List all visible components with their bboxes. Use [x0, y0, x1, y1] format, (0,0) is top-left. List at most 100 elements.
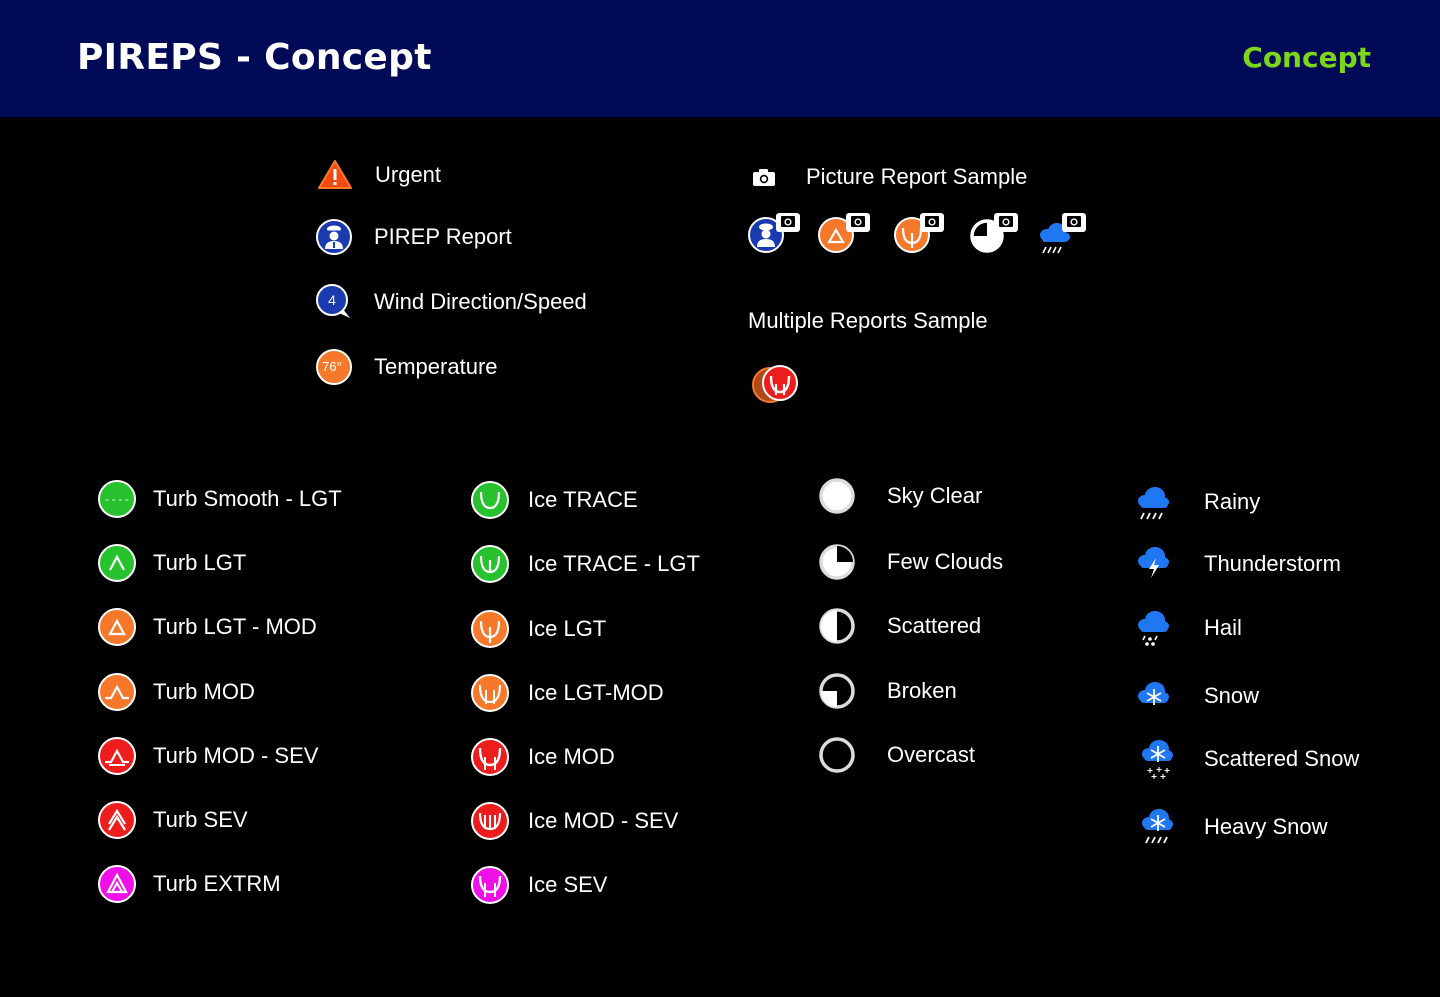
urgent-warning-icon [318, 160, 352, 189]
wind-speed-value: 4 [328, 292, 336, 308]
sky-label: Scattered [887, 613, 982, 638]
picture-report-samples [746, 211, 1096, 266]
ice-row-mod: Ice MOD [470, 737, 615, 777]
ice-label: Ice SEV [528, 872, 608, 897]
legend-pirep-label: PIREP Report [374, 224, 512, 249]
wx-row-snow: Snow [1136, 676, 1259, 716]
wx-label: Hail [1204, 615, 1242, 640]
turb-smooth-icon: ---- [98, 480, 136, 518]
wx-label: Heavy Snow [1204, 814, 1328, 839]
turb-row-lgt: Turb LGT [97, 543, 246, 583]
temperature-value: 76° [322, 359, 342, 374]
sky-row-broken: Broken [817, 671, 957, 711]
sample-sky-icon [970, 213, 1018, 253]
turb-extrm-icon [98, 865, 136, 903]
ice-row-trace: Ice TRACE [470, 480, 638, 520]
ice-row-sev: Ice SEV [470, 865, 607, 905]
temperature-icon: 76° [316, 349, 352, 385]
wx-row-scattered-snow: Scattered Snow [1140, 738, 1359, 780]
ice-row-lgt-mod: Ice LGT-MOD [470, 673, 664, 713]
turb-mod-sev-icon [98, 737, 136, 775]
wx-label: Scattered Snow [1204, 746, 1360, 771]
concept-badge: Concept [1242, 41, 1371, 74]
sky-label: Sky Clear [887, 483, 983, 508]
ice-label: Ice LGT-MOD [528, 680, 664, 705]
camera-icon [753, 169, 775, 186]
turb-row-extrm: Turb EXTRM [97, 864, 281, 904]
header-bar: PIREPS - Concept Concept [0, 0, 1440, 117]
snow-icon [1138, 682, 1169, 705]
wx-row-rainy: Rainy [1136, 482, 1260, 522]
legend-wind-label: Wind Direction/Speed [374, 289, 587, 314]
ice-trace-lgt-icon [471, 545, 509, 583]
picture-report-heading: Picture Report Sample [751, 164, 1027, 190]
picture-report-icons [748, 213, 1086, 254]
turb-label: Turb EXTRM [153, 871, 281, 896]
legend-wind: 4 Wind Direction/Speed [315, 283, 587, 321]
turb-lgt-mod-icon [98, 608, 136, 646]
ice-row-mod-sev: Ice MOD - SEV [470, 801, 678, 841]
sky-scattered-icon [819, 608, 855, 644]
thunderstorm-icon [1138, 547, 1169, 578]
ice-row-trace-lgt: Ice TRACE - LGT [470, 544, 700, 584]
ice-lgt-icon [471, 610, 509, 648]
hail-icon [1138, 611, 1169, 646]
sample-rain-icon [1040, 213, 1086, 254]
legend-urgent: Urgent [317, 158, 441, 192]
ice-trace-icon [471, 481, 509, 519]
sky-row-few: Few Clouds [817, 542, 1003, 582]
turb-row-sev: Turb SEV [97, 800, 248, 840]
ice-label: Ice LGT [528, 616, 607, 641]
wx-label: Thunderstorm [1204, 551, 1341, 576]
turb-sev-icon [98, 801, 136, 839]
sky-overcast-icon [819, 737, 855, 773]
turb-row-smooth: ---- Turb Smooth - LGT [97, 479, 342, 519]
heavy-snow-icon [1142, 809, 1173, 844]
ice-label: Ice TRACE - LGT [528, 551, 700, 576]
sky-broken-icon [819, 673, 855, 709]
sky-label: Overcast [887, 742, 976, 767]
sky-clear-icon [819, 478, 855, 514]
rainy-icon [1138, 487, 1169, 520]
ice-label: Ice MOD [528, 744, 615, 769]
picture-report-title: Picture Report Sample [806, 164, 1028, 189]
legend-pirep-report: PIREP Report [315, 218, 512, 256]
legend-temperature-label: Temperature [374, 354, 498, 379]
sky-row-clear: Sky Clear [817, 476, 982, 516]
multiple-reports-sample [750, 362, 804, 411]
wx-row-thunderstorm: Thunderstorm [1136, 544, 1341, 584]
wind-bubble-icon: 4 [316, 284, 350, 318]
sky-row-scattered: Scattered [817, 606, 981, 646]
turb-label: Turb SEV [153, 807, 248, 832]
ice-mod-icon [471, 738, 509, 776]
turb-label: Turb LGT - MOD [153, 614, 317, 639]
turb-label: Turb LGT [153, 550, 247, 575]
turb-label: Turb MOD [153, 679, 255, 704]
turb-row-lgt-mod: Turb LGT - MOD [97, 607, 317, 647]
ice-label: Ice TRACE [528, 487, 638, 512]
multiple-reports-title: Multiple Reports Sample [748, 308, 988, 333]
svg-text:----: ---- [104, 493, 131, 506]
wx-row-hail: Hail [1136, 608, 1242, 648]
ice-mod-sev-icon [471, 802, 509, 840]
turb-label: Turb Smooth - LGT [153, 486, 342, 511]
sky-row-overcast: Overcast [817, 735, 975, 775]
sample-ice-icon [894, 213, 944, 253]
stacked-ice-icon [752, 365, 798, 403]
sample-turb-icon [818, 213, 870, 253]
wx-label: Snow [1204, 683, 1260, 708]
sky-few-clouds-icon [819, 544, 855, 580]
wx-label: Rainy [1204, 489, 1261, 514]
turb-mod-icon [98, 673, 136, 711]
turb-row-mod-sev: Turb MOD - SEV [97, 736, 318, 776]
ice-sev-icon [471, 866, 509, 904]
ice-lgt-mod-icon [471, 674, 509, 712]
ice-row-lgt: Ice LGT [470, 609, 606, 649]
ice-label: Ice MOD - SEV [528, 808, 679, 833]
page-title: PIREPS - Concept [77, 37, 432, 78]
scattered-snow-icon [1142, 740, 1173, 779]
legend-temperature: 76° Temperature [315, 348, 498, 386]
turb-row-mod: Turb MOD [97, 672, 255, 712]
sky-label: Broken [887, 678, 957, 703]
sky-label: Few Clouds [887, 549, 1004, 574]
